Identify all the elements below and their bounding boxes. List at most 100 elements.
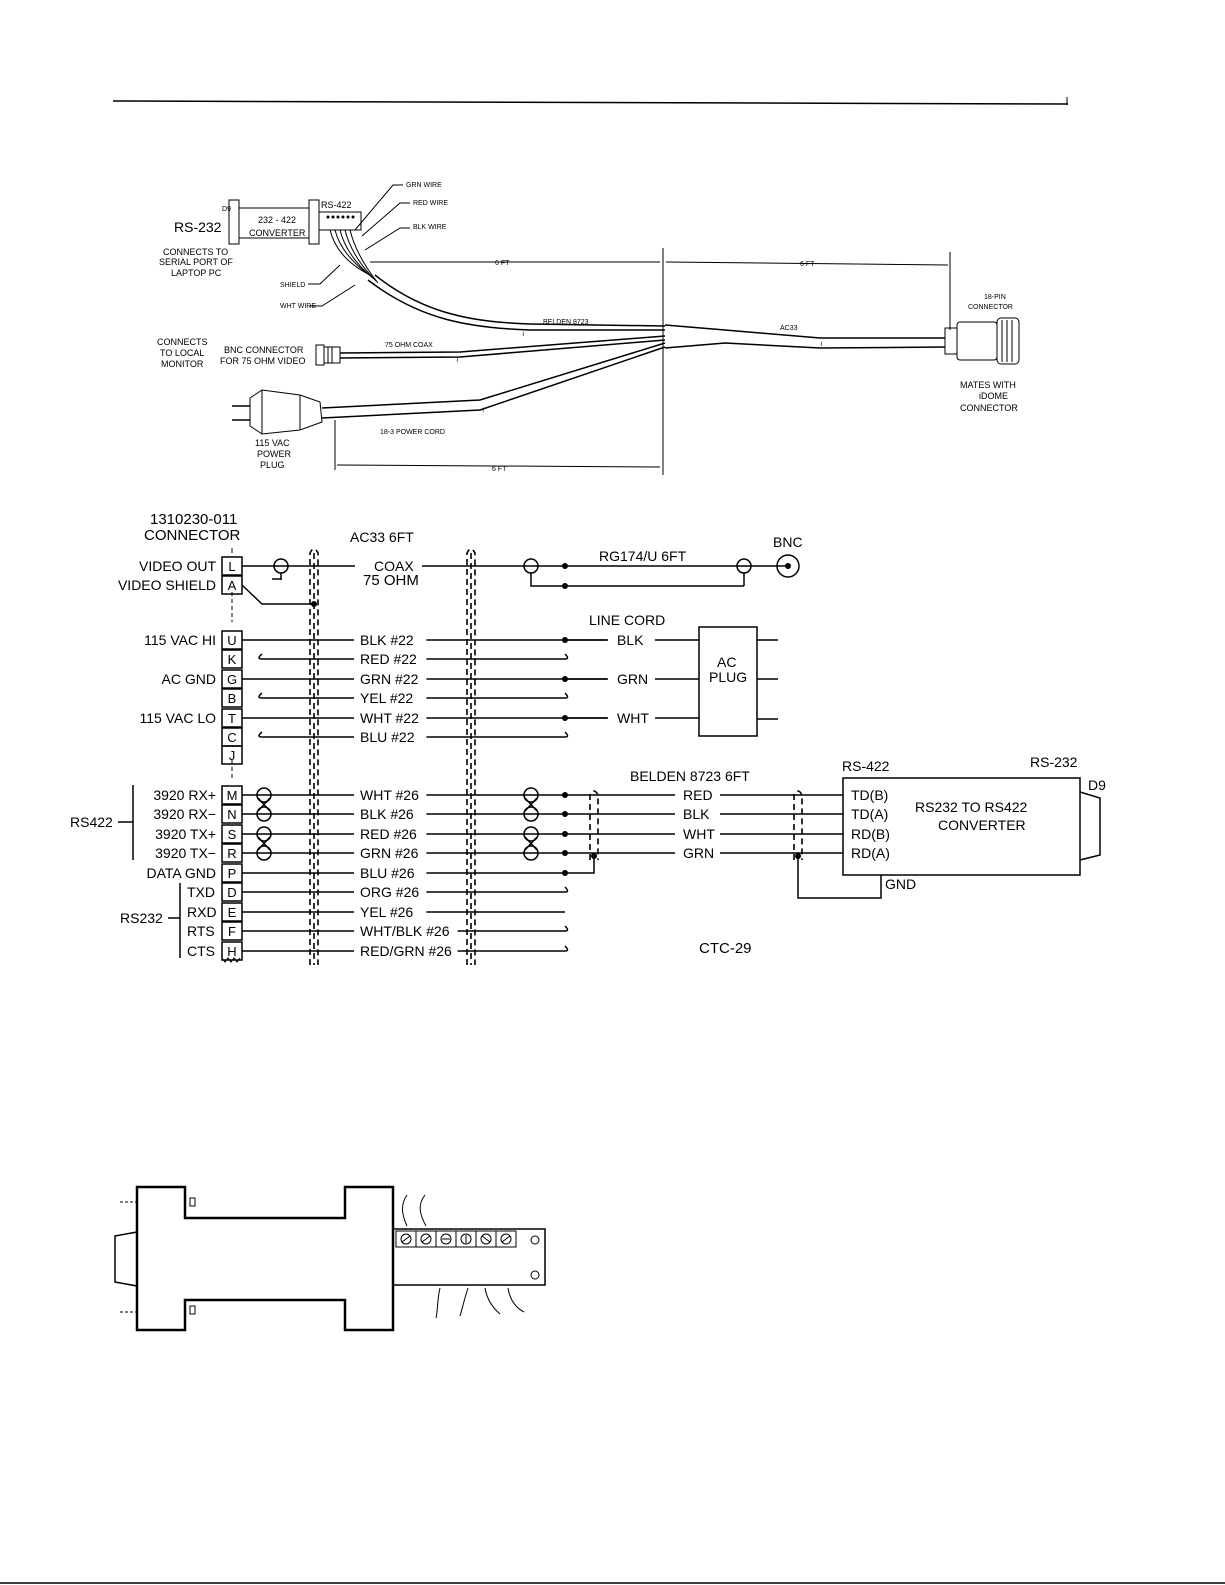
connects-monitor-note: CONNECTS TO LOCAL MONITOR [157, 337, 208, 369]
twist-symbol [256, 826, 272, 842]
twist-symbol [523, 826, 539, 842]
dimension-6ft-top-left: 6 FT [370, 248, 664, 475]
connects-serial-note: CONNECTS TO SERIAL PORT OF LAPTOP PC [159, 247, 233, 278]
twist-cross [524, 797, 538, 812]
wire-label-B: YEL #22 [360, 690, 413, 706]
power-plug-drawing [232, 389, 323, 435]
shield-boundary-left [309, 548, 319, 965]
svg-text:≀: ≀ [482, 407, 485, 414]
shield-tap [591, 853, 597, 859]
pin-letter-R: R [227, 846, 236, 861]
svg-text:TO LOCAL: TO LOCAL [160, 348, 204, 358]
18-pin-label: 18-PIN CONNECTOR [968, 294, 1013, 311]
wire-label-P: BLU #26 [360, 865, 415, 881]
svg-text:MONITOR: MONITOR [161, 359, 204, 369]
wire-label-C: BLU #22 [360, 729, 415, 745]
belden-color-3: GRN [683, 845, 714, 861]
svg-text:PLUG: PLUG [709, 669, 747, 685]
svg-text:6 FT: 6 FT [495, 260, 510, 267]
pin-letter-L: L [228, 559, 235, 574]
signal-E: RXD [187, 904, 217, 920]
cable-assembly-drawing: RS-232 D9 232 - 422 CONVERTER RS-422 GRN… [157, 182, 1020, 475]
svg-text:FOR 75 OHM VIDEO: FOR 75 OHM VIDEO [220, 356, 306, 366]
svg-text:PLUG: PLUG [260, 460, 285, 470]
dimension-6ft-bottom: 6 FT [334, 420, 661, 473]
signal-M: 3920 RX+ [153, 787, 216, 803]
coax-label: 75 OHM COAX [385, 342, 433, 349]
twist-symbol [256, 787, 272, 803]
twist-cross [257, 836, 271, 851]
wire-label-D: ORG #26 [360, 884, 419, 900]
pin-letter-H: H [227, 944, 236, 959]
ohm-label: 75 OHM [363, 572, 419, 589]
ctc-29-label: CTC-29 [699, 940, 752, 957]
svg-text:≀: ≀ [522, 331, 525, 338]
wire-end-loop-F [564, 925, 569, 932]
wire-label-N: BLK #26 [360, 806, 414, 822]
pin-box-J [221, 745, 243, 765]
data-gnd-link [565, 858, 595, 874]
twist-cross [257, 797, 271, 812]
18-pin-connector-drawing [944, 317, 1020, 365]
rs422-group-bracket: RS422 [70, 785, 134, 860]
svg-text:6 FT: 6 FT [800, 261, 815, 268]
svg-text:AC: AC [717, 654, 736, 670]
belden-color-2: WHT [683, 826, 715, 842]
rs422-label: RS-422 [321, 200, 352, 210]
gnd-connection: GND [797, 855, 916, 899]
svg-text:RS232 TO RS422: RS232 TO RS422 [915, 799, 1028, 815]
svg-text:CONNECTS: CONNECTS [157, 337, 208, 347]
signal-P: DATA GND [147, 865, 217, 881]
grn-wire-label: GRN WIRE [406, 182, 442, 189]
twist-symbol [256, 845, 272, 861]
red-wire-label: RED WIRE [413, 200, 448, 207]
pin-letter-T: T [228, 711, 236, 726]
power-cord-label: 18-3 POWER CORD [380, 429, 445, 436]
cord-color-1: GRN [617, 671, 648, 687]
svg-text:LAPTOP PC: LAPTOP PC [171, 268, 222, 278]
wire-label-R: GRN #26 [360, 845, 419, 861]
wire-label-T: WHT #22 [360, 710, 419, 726]
twist-symbol [523, 845, 539, 861]
svg-text:MATES WITH: MATES WITH [960, 380, 1016, 390]
pin-letter-N: N [227, 807, 236, 822]
converter-pin-2: RD(B) [851, 826, 890, 842]
signal-D: TXD [187, 884, 215, 900]
svg-text:BNC CONNECTOR: BNC CONNECTOR [224, 345, 304, 355]
pin-letter-S: S [228, 827, 237, 842]
pin-letter-B: B [228, 691, 237, 706]
pin-letter-P: P [228, 866, 237, 881]
wire-label-E: YEL #26 [360, 904, 413, 920]
ac-plug-box: AC PLUG [698, 626, 778, 737]
signal-G: AC GND [162, 671, 216, 687]
wire-label-U: BLK #22 [360, 632, 414, 648]
converter-label-2: CONVERTER [249, 228, 306, 238]
converter-detail-drawing [114, 1185, 546, 1332]
pin-letter-K: K [228, 652, 237, 667]
ac33-cable-label: AC33 [780, 325, 798, 332]
belden-color-1: BLK [683, 806, 710, 822]
rs422-converter-label: RS-422 [842, 758, 890, 774]
mates-with-note: MATES WITH iDOME CONNECTOR [960, 380, 1018, 413]
power-plug-note: 115 VAC POWER PLUG [255, 438, 292, 470]
pin-letter-M: M [227, 788, 238, 803]
signal-R: 3920 TX− [155, 845, 216, 861]
wire-left-C [258, 731, 354, 738]
wire-label-K: RED #22 [360, 651, 417, 667]
ac33-6ft-label: AC33 6FT [350, 529, 414, 545]
wiring-schematic: 1310230-011 CONNECTOR AC33 6FT COAX 75 O… [70, 511, 1106, 965]
svg-text:CONNECTS TO: CONNECTS TO [163, 247, 228, 257]
blk-wire-label: BLK WIRE [413, 224, 447, 231]
bnc-connector-drawing [315, 344, 341, 366]
wire-left-B [258, 692, 354, 699]
pin-letter-J: J [229, 748, 236, 763]
svg-text:CONNECTOR: CONNECTOR [960, 403, 1018, 413]
shield-label: SHIELD [280, 282, 305, 289]
converter-pin-3: RD(A) [851, 845, 890, 861]
twist-cross [524, 836, 538, 851]
svg-text:≀: ≀ [820, 341, 823, 348]
dimension-6ft-top-right: 6 FT [665, 252, 951, 330]
terminal-screws [326, 215, 355, 219]
